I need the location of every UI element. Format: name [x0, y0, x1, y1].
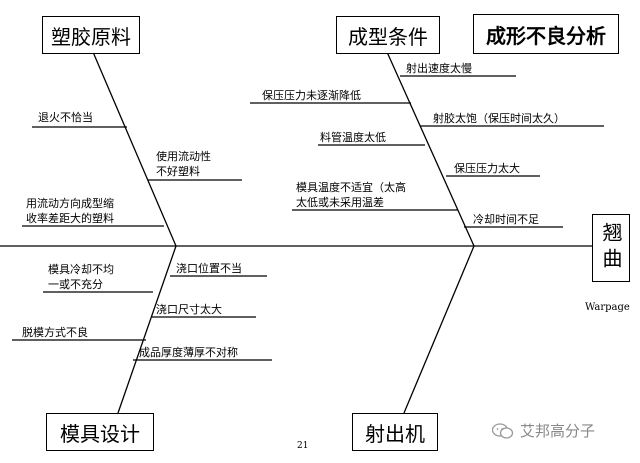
cause-label: 浇口尺寸太大 [156, 303, 222, 316]
category-machine: 射出机 [352, 413, 438, 451]
page-number: 21 [297, 441, 309, 451]
watermark: 艾邦高分子 [492, 420, 595, 441]
effect-box: 翘曲 [592, 214, 630, 282]
cause-label: 模具温度不适宜（太高 太低或未采用温差 [296, 181, 406, 209]
cause-label: 冷却时间不足 [473, 213, 539, 226]
cause-label: 模具冷却不均 一或不充分 [48, 263, 114, 291]
cause-label: 保压压力未逐渐降低 [262, 89, 361, 102]
category-material: 塑胶原料 [42, 16, 140, 54]
category-mold: 模具设计 [46, 413, 154, 451]
cause-label: 退火不恰当 [38, 111, 93, 124]
cause-label: 料管温度太低 [320, 131, 386, 144]
effect-label: 翘曲 [599, 222, 623, 274]
watermark-text: 艾邦高分子 [520, 422, 596, 440]
cause-label: 用流动方向成型缩 收率差距大的塑料 [26, 197, 114, 225]
bone-material [92, 51, 177, 247]
cause-label: 脱模方式不良 [22, 326, 88, 339]
bone-conditions [386, 51, 475, 247]
cause-label: 成品厚度薄厚不对称 [139, 346, 238, 359]
cause-label: 射胶太饱（保压时间太久） [433, 112, 565, 125]
effect-english-label: Warpage [585, 302, 630, 313]
title-box: 成形不良分析 [473, 14, 619, 54]
cause-label: 射出速度太慢 [406, 62, 472, 75]
cause-label: 浇口位置不当 [176, 262, 242, 275]
cause-label: 使用流动性 不好塑料 [156, 150, 211, 178]
wechat-icon [492, 422, 514, 439]
bone-machine [403, 245, 475, 414]
bone-mold [117, 245, 177, 414]
category-conditions: 成型条件 [336, 16, 440, 54]
cause-label: 保压压力太大 [454, 162, 520, 175]
